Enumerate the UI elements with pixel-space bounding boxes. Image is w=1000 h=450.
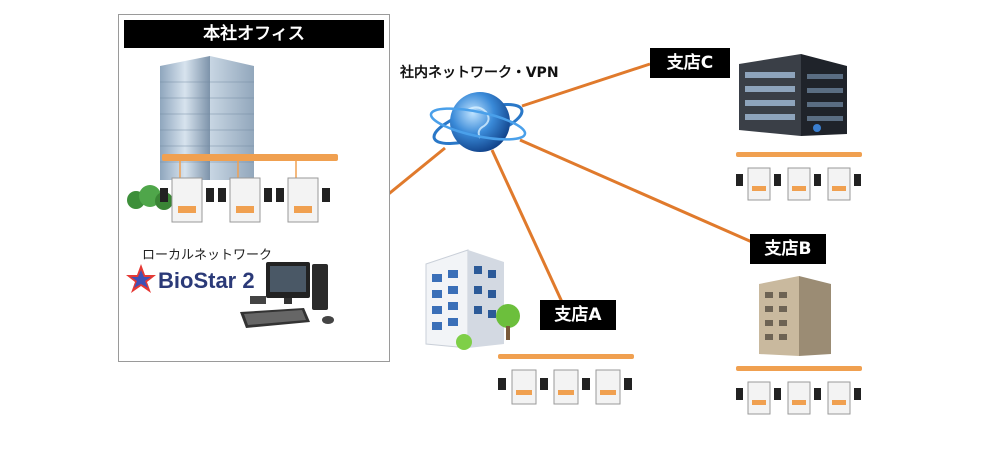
network-label: 社内ネットワーク・VPN (400, 65, 559, 81)
branch-a-building-icon (425, 249, 520, 350)
link-to-branch-a (490, 149, 564, 303)
branch-b-label: 支店B (750, 234, 826, 264)
hq-lan-panel (160, 154, 338, 223)
link-to-branch-b (519, 138, 753, 244)
globe-network-icon (429, 92, 527, 152)
workstation-icon (240, 262, 334, 328)
local-network-label: ローカルネットワーク (142, 248, 273, 263)
branch-c-lan-panel (736, 152, 862, 201)
branch-b-lan-panel (736, 366, 862, 415)
branch-b-building-icon (759, 276, 831, 356)
biostar-logo-icon (126, 264, 156, 293)
link-to-branch-c (521, 62, 651, 108)
branch-a-label: 支店A (540, 300, 616, 330)
branch-a-lan-panel (498, 354, 634, 405)
biostar-brand: BioStar 2 (158, 268, 255, 293)
branch-c-building-icon (739, 54, 847, 136)
branch-c-label: 支店C (650, 48, 730, 78)
hq-tower-icon (160, 56, 254, 180)
hq-office-title: 本社オフィス (124, 20, 384, 48)
